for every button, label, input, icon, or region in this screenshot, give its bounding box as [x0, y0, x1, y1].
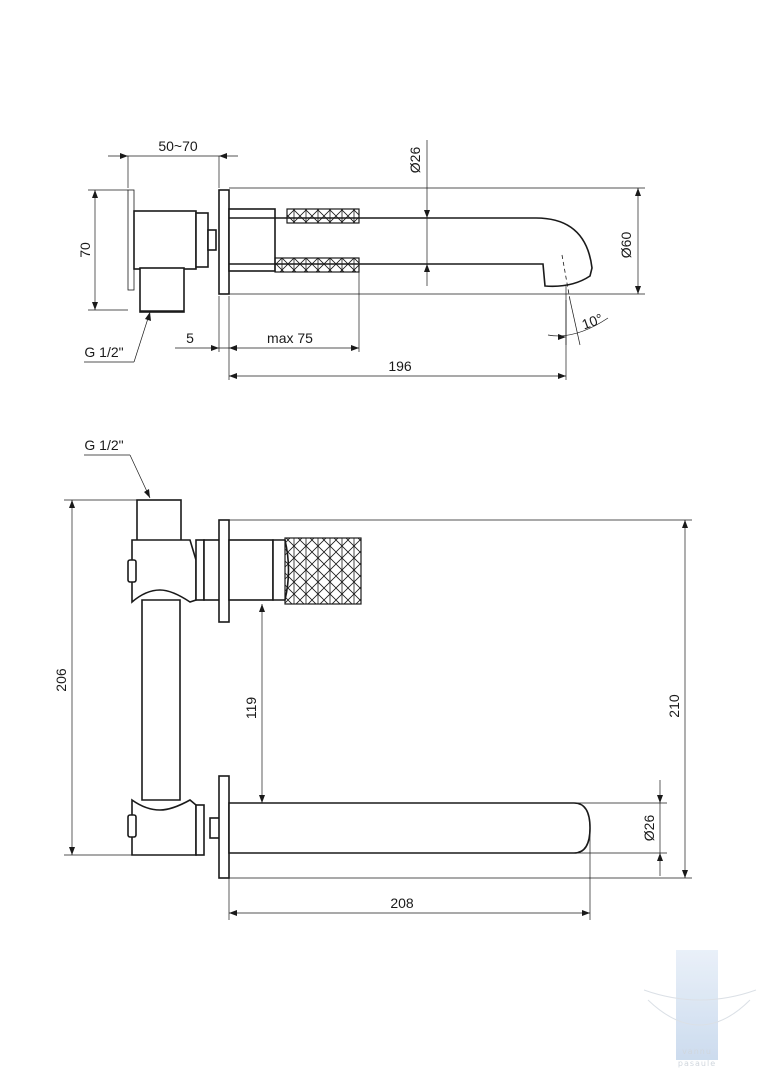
front-dim-thread-label: G 1/2"	[84, 437, 123, 453]
watermark-line1: vannu	[682, 1047, 712, 1056]
front-upper-connector	[195, 539, 205, 601]
front-dim-spout-diameter-label: Ø26	[641, 815, 657, 842]
front-spout	[228, 802, 591, 854]
front-dim-spout-length-label: 208	[390, 895, 414, 911]
front-dim-spacing-label: 119	[243, 697, 259, 720]
front-lower-connector	[195, 804, 205, 856]
dim-angle-label: 10°	[580, 310, 605, 332]
wall-plate-left	[127, 189, 135, 291]
knurl-top	[286, 208, 360, 224]
front-dim-overall-height-label: 210	[666, 694, 682, 718]
front-upper-stem	[203, 539, 221, 601]
front-view: G 1/2" 206 119 210 Ø26 208	[53, 437, 692, 920]
watermark-logo: vannu pasaule	[643, 950, 757, 1068]
dim-length-label: 196	[388, 358, 412, 374]
front-handle-sleeve	[228, 539, 274, 601]
dim-body-diameter-label: Ø60	[618, 232, 634, 259]
front-lower-cap	[127, 814, 137, 838]
valve-stem	[207, 229, 217, 251]
dim-width-label: 50~70	[158, 138, 198, 154]
front-inlet-pipe	[136, 499, 182, 545]
front-lower-rosette	[218, 775, 230, 879]
dim-offset-label: 5	[186, 330, 194, 346]
front-upper-valve	[131, 539, 197, 604]
front-lower-valve	[131, 798, 197, 856]
handle-sleeve	[228, 208, 276, 272]
front-upper-cap	[127, 559, 137, 583]
valve-connector	[195, 212, 209, 268]
valve-body	[133, 210, 197, 270]
dim-thread-label: G 1/2"	[84, 344, 123, 360]
front-dim-total-height-label: 206	[53, 668, 69, 692]
spout-outline	[229, 217, 593, 288]
rosette-plate	[218, 189, 230, 295]
dim-outlet-diameter-label: Ø26	[407, 147, 423, 174]
dim-max-label: max 75	[267, 330, 313, 346]
side-view: 50~70 70 Ø26 Ø60 10° G 1/2"	[77, 138, 645, 380]
front-handle-knurl	[284, 537, 362, 605]
front-vertical-pipe	[141, 599, 181, 801]
knurl-bottom	[274, 257, 360, 273]
dim-height-label: 70	[77, 242, 93, 258]
watermark-line2: pasaule	[678, 1059, 716, 1068]
inlet-pipe	[139, 267, 185, 313]
front-upper-rosette	[218, 519, 230, 623]
